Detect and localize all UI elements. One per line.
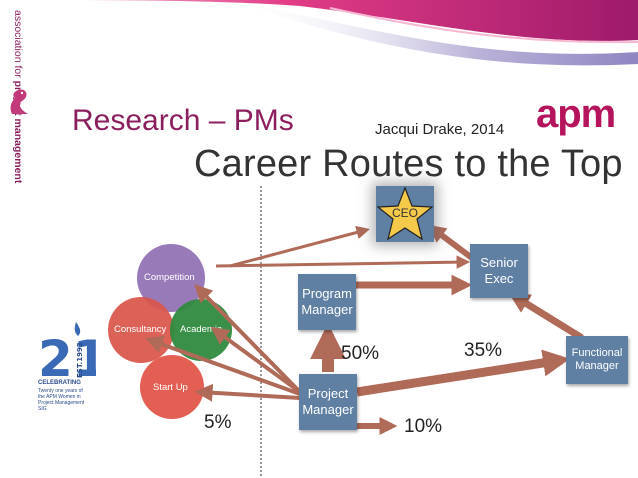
project-manager-box: Project Manager xyxy=(299,374,357,430)
star-icon xyxy=(376,186,434,241)
start-up-circle xyxy=(140,355,204,419)
swoosh-pink-line xyxy=(329,7,638,44)
ceo-box: CEO xyxy=(376,186,434,242)
arrow-pm-to-startup xyxy=(194,383,301,402)
functional-manager-line2: Manager xyxy=(575,360,619,372)
anniversary-caption: Twenty one years of the APM Women in Pro… xyxy=(38,388,85,412)
anniversary-est: EST.1993 xyxy=(76,342,84,378)
pct-program: 50% xyxy=(341,343,380,364)
project-manager-line1: Project xyxy=(307,386,349,402)
arrow-senior-to-ceo xyxy=(427,224,474,261)
arrow-competition-to-ceo xyxy=(229,225,370,268)
anniversary-21-graphic: 21 EST.1993 xyxy=(38,322,108,388)
ceo-label: CEO xyxy=(391,206,418,220)
slide-subtitle: Career Routes to the Top xyxy=(194,143,623,185)
apm-logo: apm xyxy=(536,92,616,136)
slide-title: Research – PMs xyxy=(72,104,294,137)
arrow-pm-to-consultancy xyxy=(144,335,301,396)
header-swoosh xyxy=(0,0,638,66)
pct-other: 5% xyxy=(204,412,232,433)
pct-functional: 35% xyxy=(464,340,503,361)
anniversary-celebrating: CELEBRATING xyxy=(38,380,81,386)
competition-label: Competition xyxy=(144,272,195,283)
swoosh-magenta xyxy=(0,0,638,41)
arrow-functional-to-senior xyxy=(508,292,584,341)
functional-manager-line1: Functional xyxy=(571,346,623,359)
bird-logo-icon xyxy=(10,89,28,114)
divider-line xyxy=(260,186,262,476)
senior-exec-line2: Exec xyxy=(484,271,514,286)
senior-exec-box: Senior Exec xyxy=(470,244,528,298)
start-up-label: Start Up xyxy=(153,382,188,393)
functional-manager-box: Functional Manager xyxy=(566,336,628,384)
consultancy-label: Consultancy xyxy=(114,324,167,335)
arrow-pm-to-academia xyxy=(210,326,302,394)
project-manager-line2: Manager xyxy=(302,402,354,417)
competition-circle xyxy=(137,244,205,312)
anniversary-badge: 21 EST.1993 CELEBRATING Twenty one years… xyxy=(38,320,108,415)
senior-exec-line1: Senior xyxy=(480,255,518,271)
academia-circle xyxy=(170,299,232,361)
academia-label: Academia xyxy=(180,324,223,335)
arrow-competition-to-senior xyxy=(215,255,471,269)
arrow-project-to-functional xyxy=(356,349,571,397)
program-manager-line1: Program xyxy=(302,286,352,302)
program-manager-box: Program Manager xyxy=(298,274,356,330)
program-manager-line2: Manager xyxy=(301,302,353,317)
pct-external: 10% xyxy=(404,416,443,437)
swoosh-lilac xyxy=(230,0,638,66)
anniversary-number: 21 xyxy=(38,330,96,382)
author-credit: Jacqui Drake, 2014 xyxy=(375,121,505,138)
arrow-pm-to-competition xyxy=(194,284,302,394)
